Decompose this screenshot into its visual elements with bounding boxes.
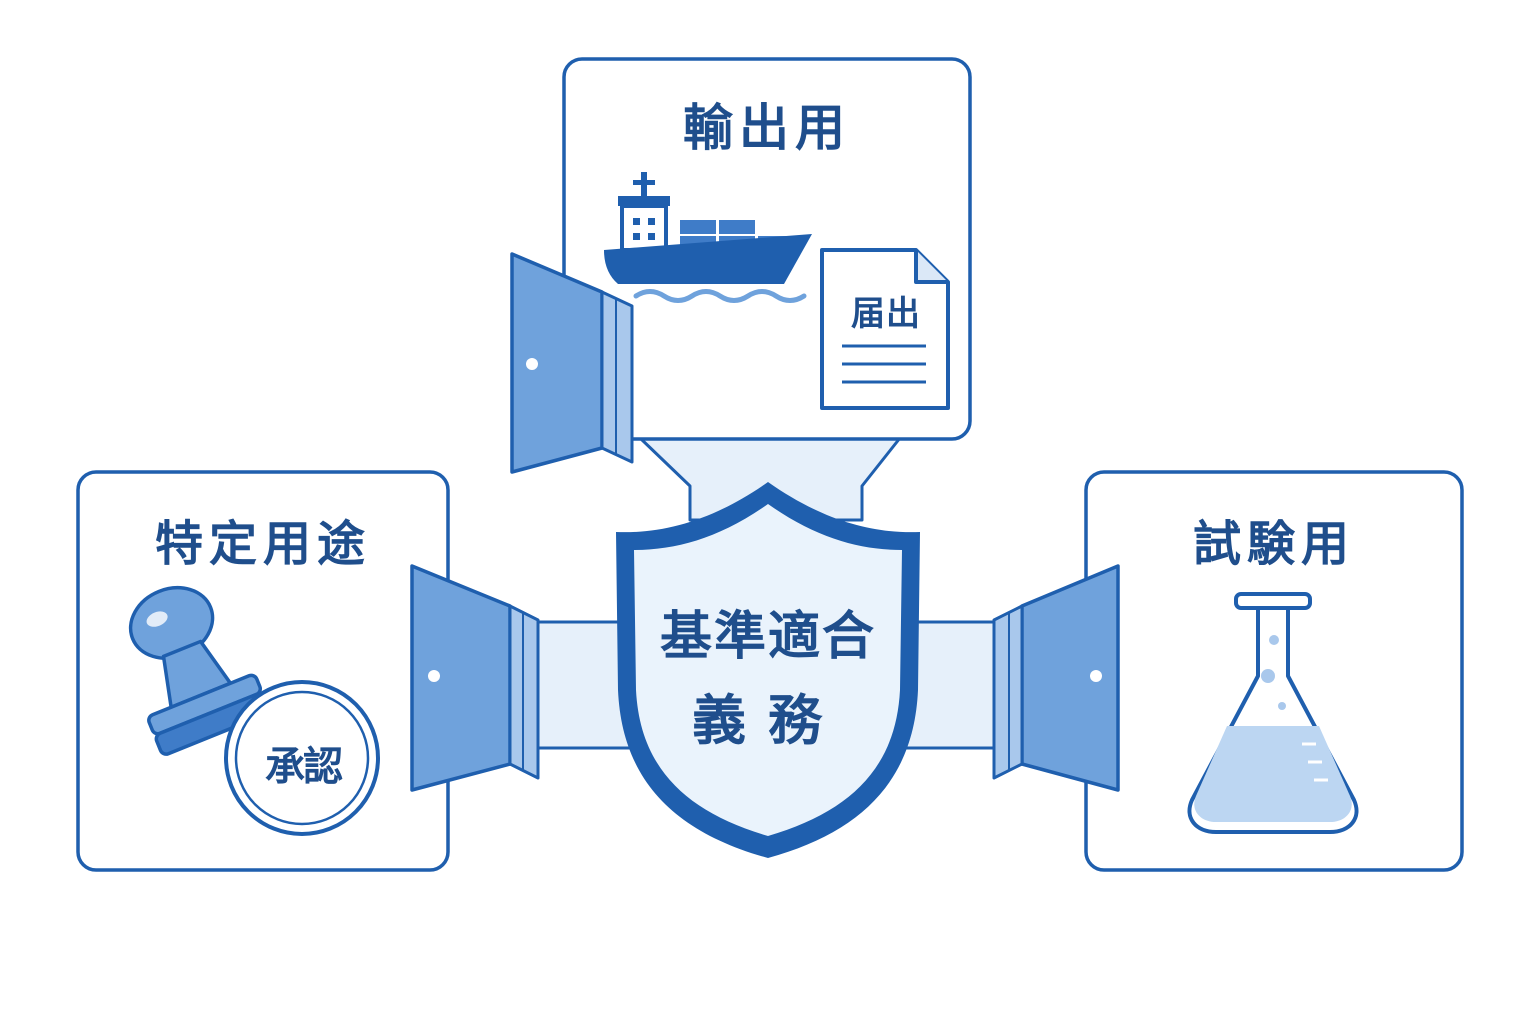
shield-label-line2: 義務 (692, 689, 844, 752)
door-icon-left (410, 564, 540, 792)
document-icon (820, 248, 950, 410)
stamp-icon (128, 585, 380, 836)
seal-label: 承認 (265, 744, 343, 790)
panel-top-title: 輸出用 (683, 99, 851, 157)
panel-left-title: 特定用途 (154, 516, 371, 572)
shield-icon (616, 482, 920, 858)
flask-icon (1187, 592, 1359, 834)
shield-label-line1: 基準適合 (659, 607, 876, 667)
panel-right-title: 試験用 (1192, 516, 1355, 572)
door-icon-top (510, 252, 634, 474)
container-ship-icon (604, 172, 812, 303)
door-icon-right (992, 564, 1120, 792)
document-label: 届出 (851, 294, 921, 334)
